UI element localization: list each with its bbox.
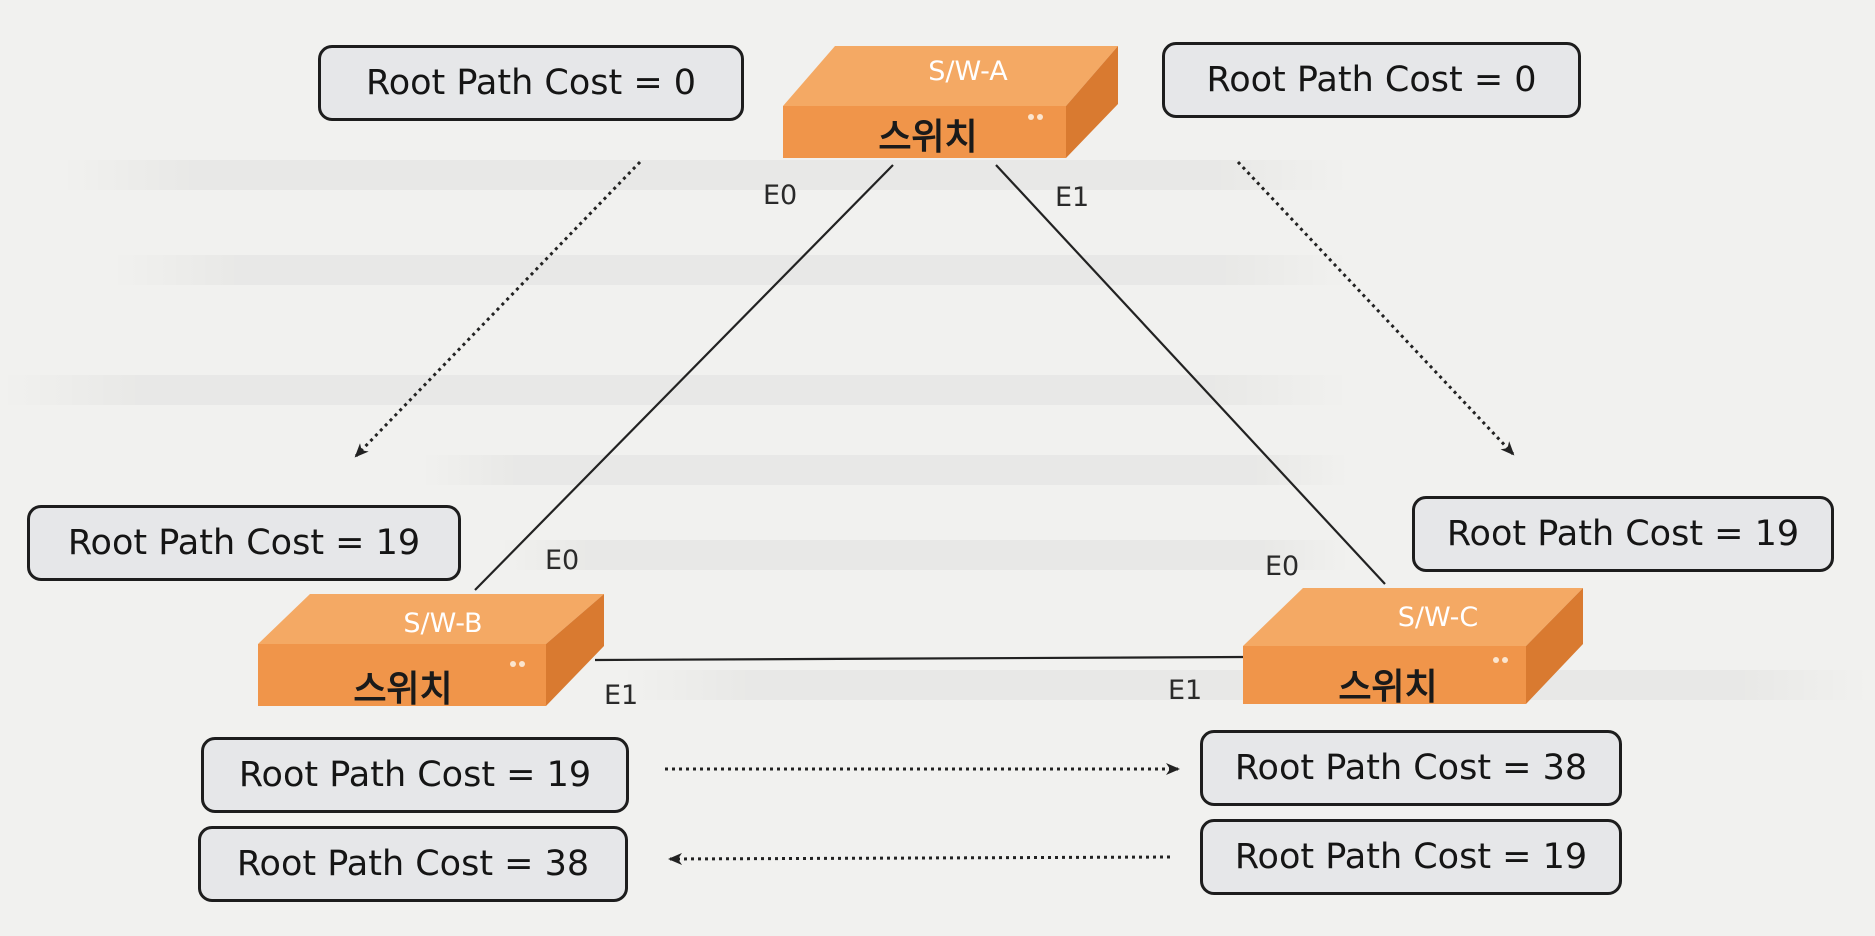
- link-b-c: [594, 655, 1246, 662]
- switch-b-shape: [258, 594, 604, 706]
- cost-box-a-right: Root Path Cost = 0: [1162, 42, 1581, 118]
- background-text-row: [500, 540, 1350, 570]
- switch-a-shape: [783, 46, 1118, 158]
- cost-box-b-received: Root Path Cost = 19: [27, 505, 461, 581]
- arrow-c-to-b: [668, 852, 1171, 865]
- background-text-row: [0, 375, 1350, 405]
- switch-a: S/W-A 스위치: [783, 46, 1123, 164]
- background-text-row: [60, 160, 1350, 190]
- cost-box-a-left: Root Path Cost = 0: [318, 45, 744, 121]
- cost-box-c-sent: Root Path Cost = 19: [1200, 819, 1622, 895]
- switch-b-name: S/W-B: [403, 608, 483, 639]
- cost-box-c-received: Root Path Cost = 19: [1412, 496, 1834, 572]
- port-a-e0: E0: [763, 180, 798, 211]
- switch-b: S/W-B 스위치: [258, 594, 604, 712]
- cost-box-b-from-c: Root Path Cost = 38: [198, 826, 628, 902]
- arrow-a-to-b: [354, 160, 642, 458]
- port-b-e1: E1: [604, 680, 639, 711]
- background-text-row: [110, 255, 1350, 285]
- link-a-c: [995, 164, 1386, 585]
- cost-box-c-from-b: Root Path Cost = 38: [1200, 730, 1622, 806]
- switch-c-label: 스위치: [1338, 667, 1438, 708]
- switch-c-name: S/W-C: [1397, 602, 1479, 633]
- background-text-row: [420, 455, 1350, 485]
- port-a-e1: E1: [1055, 182, 1090, 213]
- port-c-e0: E0: [1265, 551, 1300, 582]
- switch-c-shape: [1243, 588, 1583, 704]
- switch-a-label: 스위치: [878, 117, 978, 158]
- switch-a-name: S/W-A: [928, 56, 1008, 87]
- switch-c: S/W-C 스위치: [1243, 588, 1583, 708]
- arrow-a-to-c: [1236, 160, 1515, 456]
- link-a-b: [474, 164, 894, 591]
- port-b-e0: E0: [545, 545, 580, 576]
- switch-b-label: 스위치: [353, 669, 453, 710]
- port-c-e1: E1: [1168, 675, 1203, 706]
- cost-box-b-sent: Root Path Cost = 19: [201, 737, 629, 813]
